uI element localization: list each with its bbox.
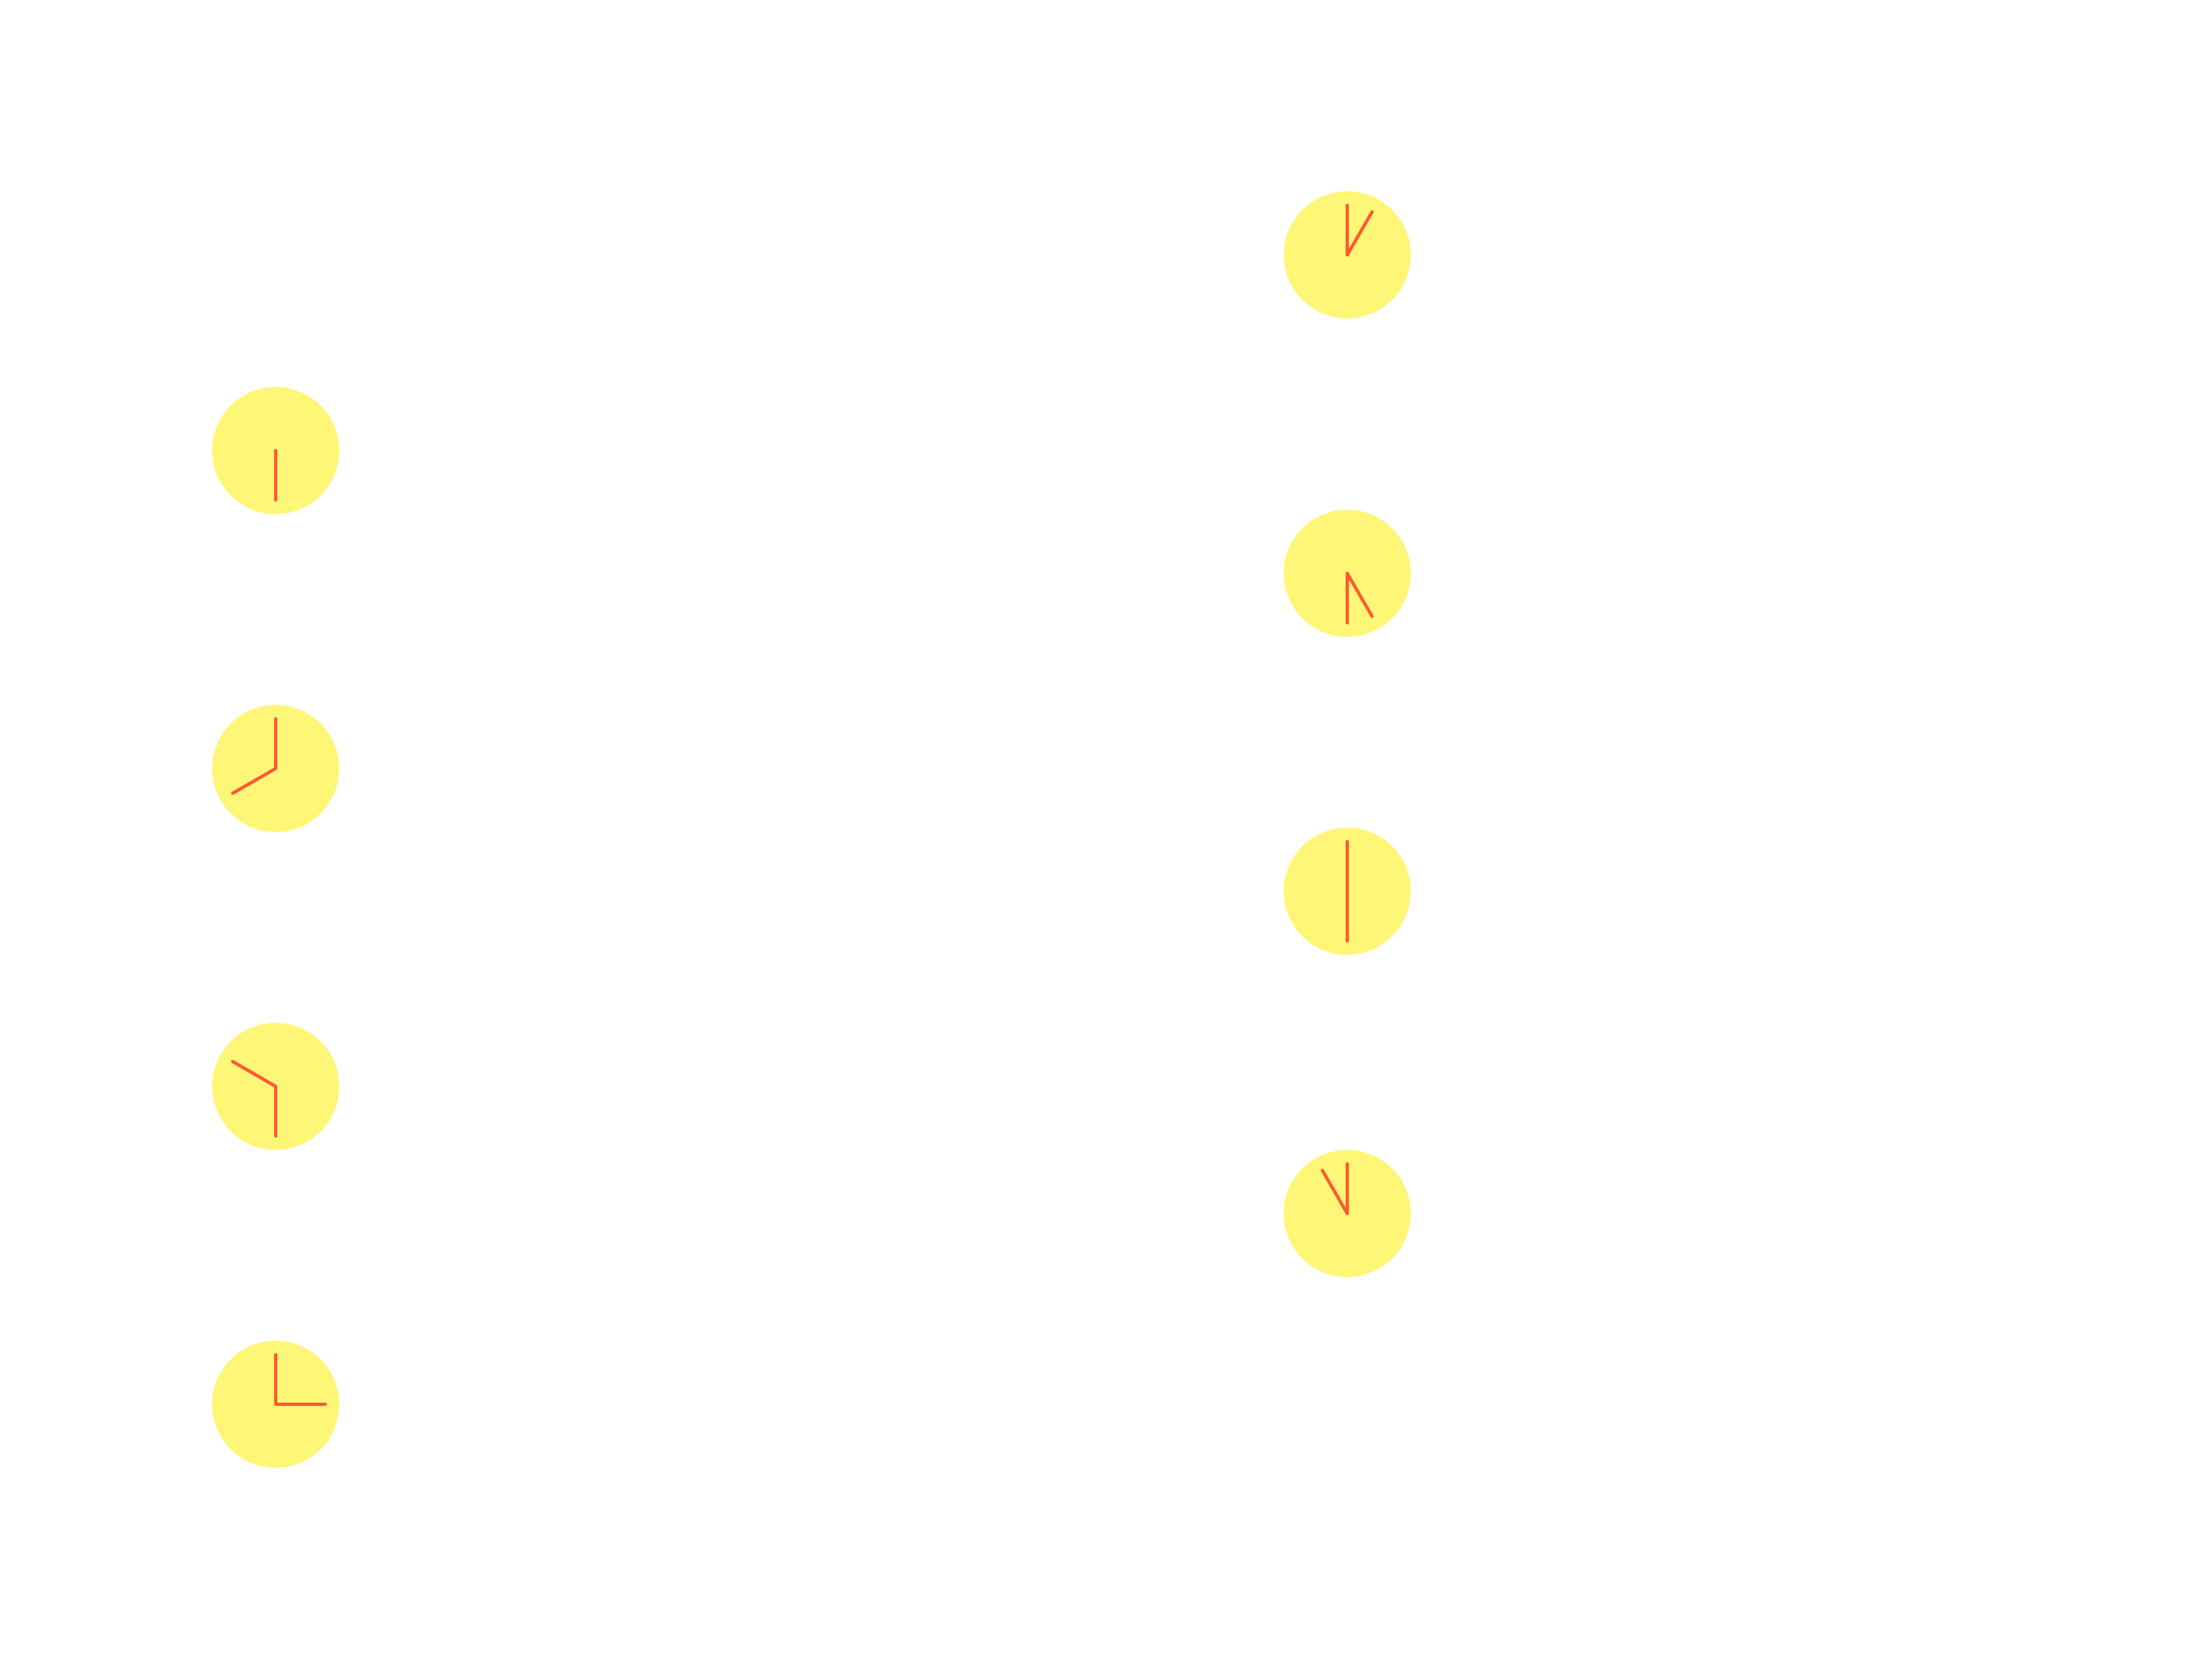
hour-hand <box>231 767 277 795</box>
clock-right-3 <box>1284 828 1411 955</box>
hour-hand <box>231 1060 277 1088</box>
clock-left-2 <box>212 705 339 832</box>
hour-hand <box>1320 1169 1349 1215</box>
clock-left-3 <box>212 1023 339 1150</box>
clock-right-2 <box>1284 510 1411 637</box>
hour-hand <box>1346 210 1374 257</box>
clock-left-1 <box>212 387 339 514</box>
hour-hand <box>1346 572 1374 618</box>
clock-right-4 <box>1284 1150 1411 1277</box>
clock-right-1 <box>1284 191 1411 318</box>
clock-left-4 <box>212 1341 339 1468</box>
